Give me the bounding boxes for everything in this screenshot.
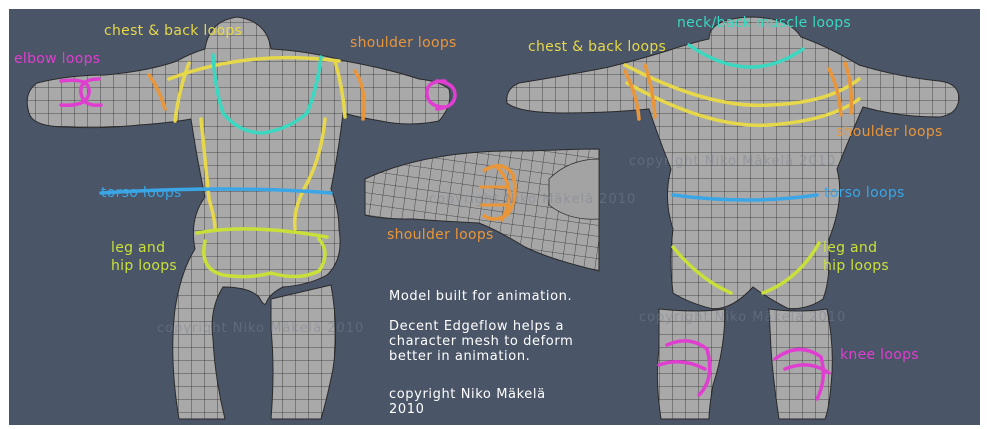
watermark-right-bottom: copyright Niko Mäkelä 2010 [639,310,846,325]
label-knee: knee loops [840,347,919,363]
label-chest-back-right: chest & back loops [528,39,666,55]
label-leg-hip-right-2: hip loops [823,258,889,274]
label-leg-hip-left-2: hip loops [111,258,177,274]
label-neck-back: neck/back muscle loops [677,15,851,31]
note-line-6: 2010 [389,402,424,417]
note-line-2: Decent Edgeflow helps a [389,319,564,334]
render-frame: copyright Niko Mäkelä 2010 copyright Nik… [9,9,980,425]
note-line-5: copyright Niko Mäkelä [389,387,546,402]
note-line-3: character mesh to deform [389,334,573,349]
label-leg-hip-right-1: leg and [823,240,877,256]
watermark-center: copyright Niko Mäkelä 2010 [429,192,636,207]
label-shoulder-center: shoulder loops [387,227,494,243]
label-torso-left: torso loops [101,185,182,201]
label-elbow: elbow loops [14,51,100,67]
watermark-left: copyright Niko Mäkelä 2010 [157,321,364,336]
watermark-right-top: copyright Niko Mäkelä 2010 [629,154,836,169]
label-leg-hip-left-1: leg and [111,240,165,256]
label-torso-right: torso loops [824,185,905,201]
label-chest-back-left: chest & back loops [104,23,242,39]
label-shoulder-right: shoulder loops [836,124,943,140]
shoulder-closeup-mesh [365,149,599,271]
label-shoulder-left: shoulder loops [350,35,457,51]
note-line-1: Model built for animation. [389,289,572,304]
note-line-4: better in animation. [389,349,530,364]
